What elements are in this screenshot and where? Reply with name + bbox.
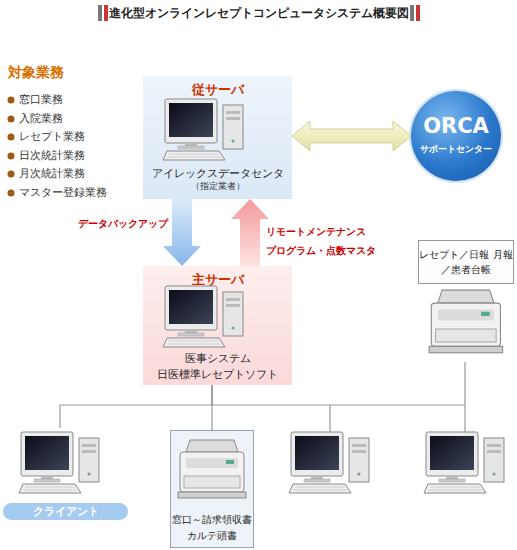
block-arrow [231, 199, 269, 266]
bullet [8, 134, 15, 141]
bullet [8, 171, 15, 178]
network-wire [329, 405, 330, 432]
bullet [8, 153, 15, 160]
printer-node: レセプト／日報 月報／患者台帳 [418, 240, 514, 362]
block-arrow [292, 121, 411, 151]
bullet [8, 97, 15, 104]
bullet [8, 116, 15, 123]
printer-box: 窓口～請求領収書 カルテ頭書 [170, 430, 254, 548]
task-item: 日次統計業務 [19, 149, 85, 163]
bullet [8, 190, 15, 197]
edge-label: データバックアップ [78, 217, 178, 231]
node-heading: 主サーバ [143, 272, 292, 288]
network-wire [211, 385, 212, 430]
server-box: 主サーバ医事システム 日医標準レセプトソフト [143, 266, 292, 385]
task-item: レセプト業務 [19, 130, 85, 144]
task-item: 月次統計業務 [19, 167, 85, 181]
support-circle: ORCA サポートセンター [411, 91, 501, 181]
title-bar [410, 5, 414, 21]
task-item: 入院業務 [19, 112, 63, 126]
computer-icon [424, 432, 504, 493]
title-bar [104, 5, 108, 21]
network-wire [60, 385, 212, 428]
client-label: クライアント [3, 503, 128, 520]
printer-icon [429, 290, 502, 353]
node-text: サポートセンター [411, 143, 501, 155]
diagram-title: 進化型オンラインレセプトコンピュータシステム概要図 [0, 4, 517, 22]
title-bar [98, 5, 102, 21]
computer-icon [289, 432, 369, 493]
edge-label: リモートメンテナンス プログラム・点数マスタ [266, 222, 390, 260]
node-text: 医事システム 日医標準レセプトソフト [143, 350, 292, 382]
output-label: レセプト／日報 月報／患者台帳 [418, 240, 514, 284]
section-heading: 対象業務 [8, 63, 64, 81]
node-text: 窓口～請求領収書 カルテ頭書 [171, 512, 253, 544]
block-arrow [163, 199, 201, 266]
node-note: （指定業者） [143, 180, 292, 192]
client-node: クライアント [3, 428, 128, 520]
computer-icon [19, 432, 99, 493]
task-item: 窓口業務 [19, 93, 63, 107]
title-bar [416, 5, 420, 21]
node-heading: ORCA [411, 113, 501, 139]
server-box: 従サーバアイレックスデータセンタ（指定業者） [143, 76, 292, 199]
task-item: マスター登録業務 [19, 186, 107, 200]
network-wire [464, 405, 465, 432]
node-text: アイレックスデータセンタ [143, 166, 292, 180]
node-heading: 従サーバ [143, 82, 292, 98]
